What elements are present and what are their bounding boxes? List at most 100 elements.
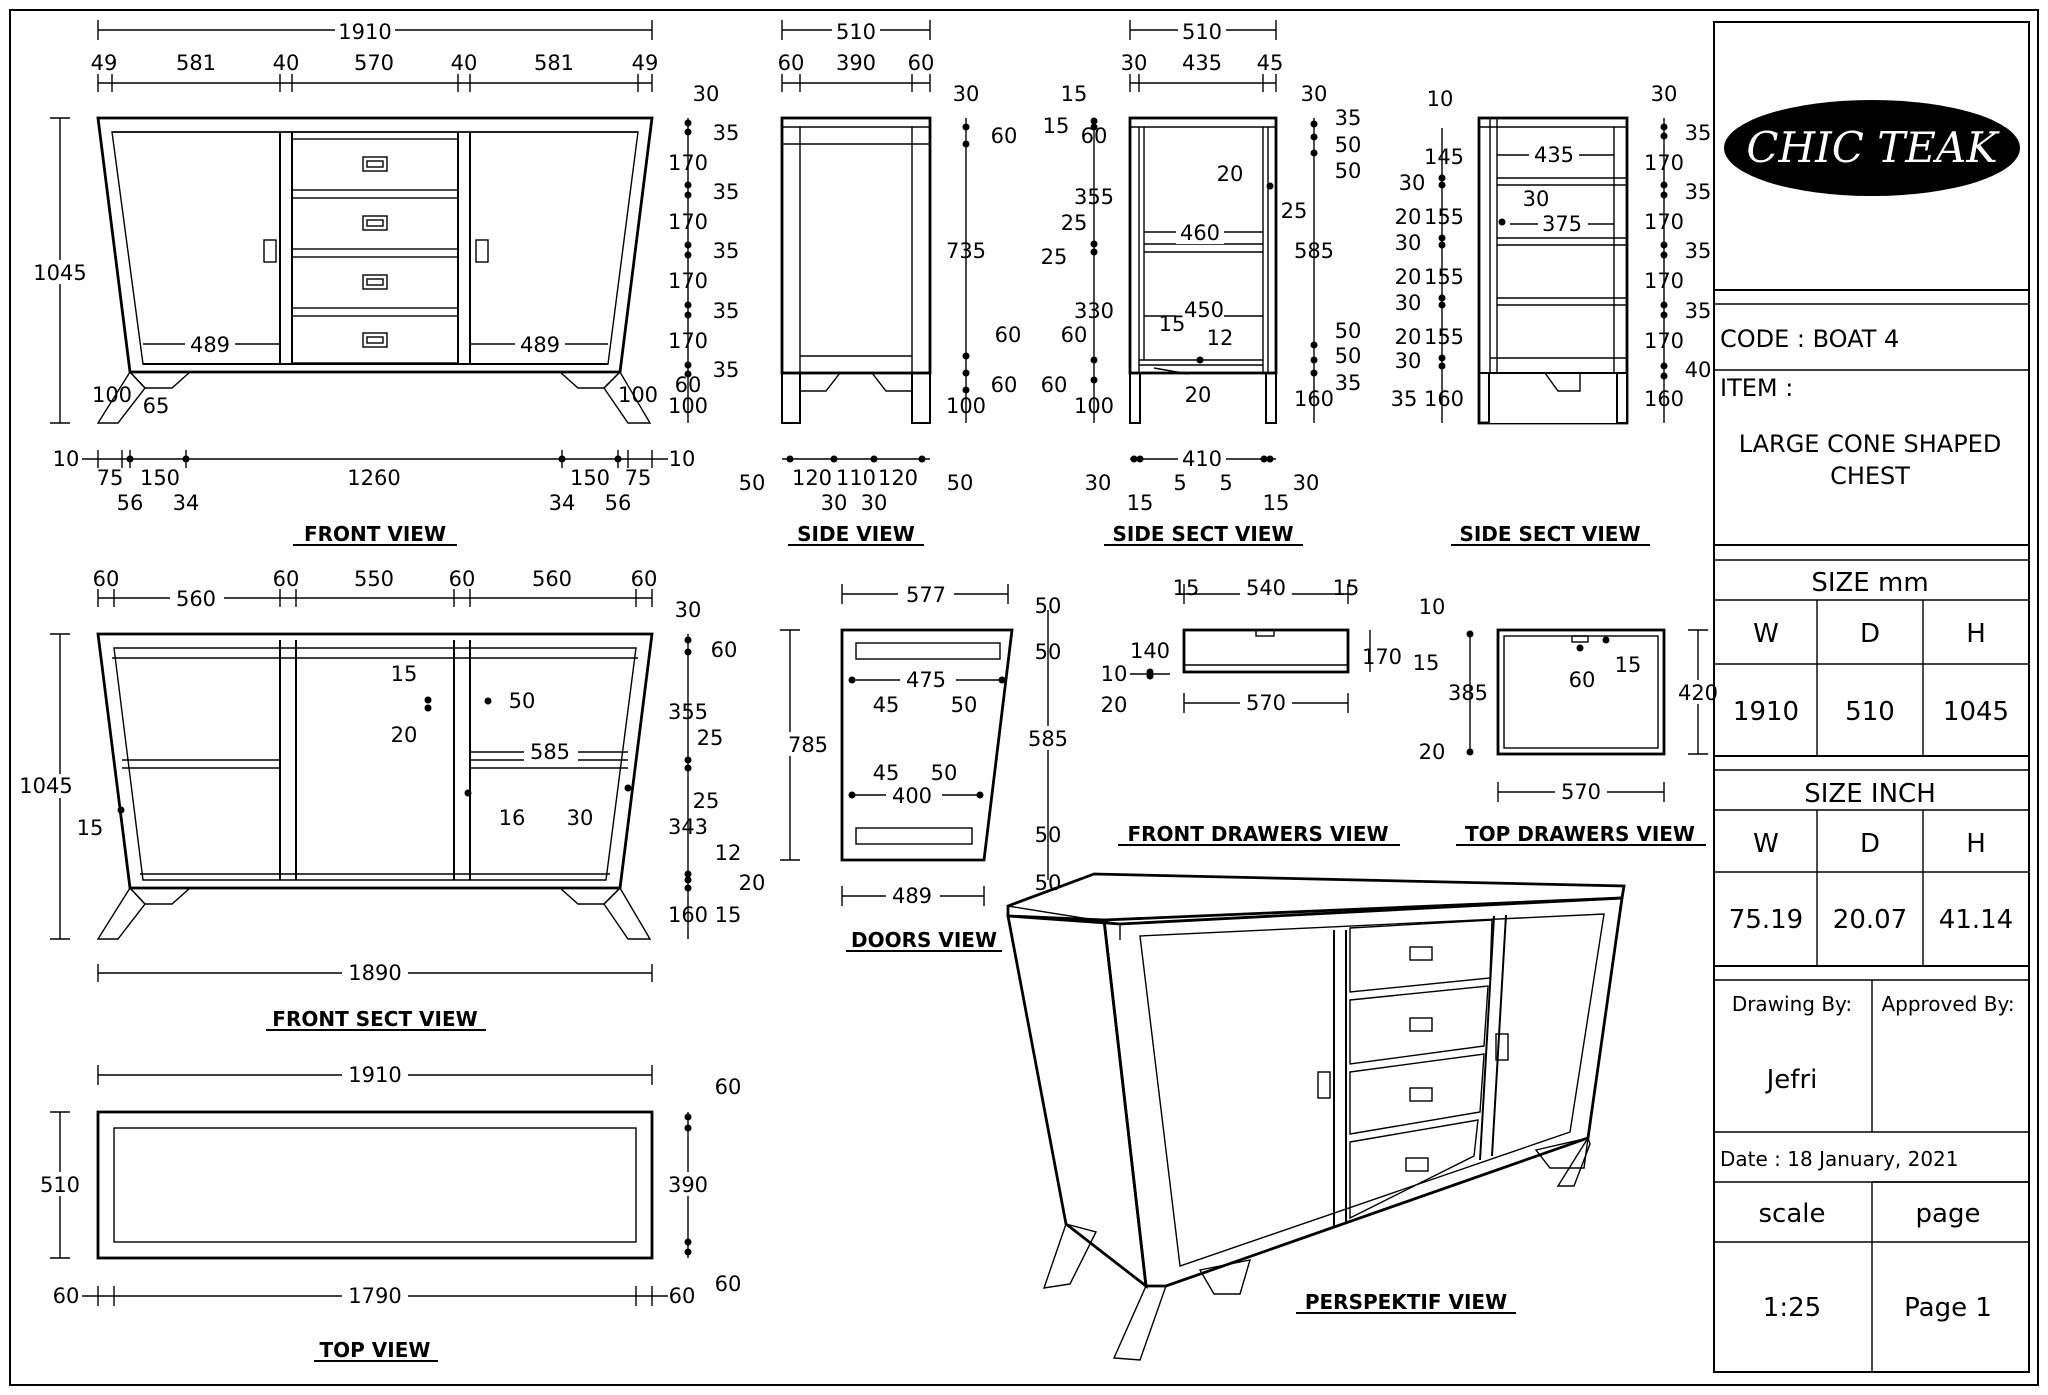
dim-fs-r-10: 15 bbox=[715, 903, 742, 927]
title-front-drawers-view: FRONT DRAWERS VIEW bbox=[1127, 822, 1388, 846]
dim-top-overall-width: 1910 bbox=[348, 1063, 401, 1087]
top-outline bbox=[96, 1110, 654, 1260]
dim-front-r-12: 100 bbox=[668, 394, 708, 418]
dim-ss2-l-6: 20 bbox=[1395, 265, 1422, 289]
dim-fs-i-6: 30 bbox=[567, 806, 594, 830]
dim-top-b-2: 1790 bbox=[348, 1284, 401, 1308]
dim-fd-l-2: 10 bbox=[1101, 662, 1128, 686]
dim-ss2-l-2: 30 bbox=[1399, 171, 1426, 195]
dim-fs-i-5: 16 bbox=[499, 806, 526, 830]
dim-ss1-i-6: 12 bbox=[1207, 326, 1234, 350]
size-inch-h: 41.14 bbox=[1939, 905, 2013, 935]
dim-front-r-4: 35 bbox=[713, 180, 740, 204]
dim-ss1-seg-1: 30 bbox=[1121, 51, 1148, 75]
title-front-view: FRONT VIEW bbox=[304, 522, 446, 546]
dim-ss1-i-2: 25 bbox=[1281, 199, 1308, 223]
dim-front-seg-4: 570 bbox=[354, 51, 394, 75]
dim-doors-r-2: 50 bbox=[1035, 640, 1062, 664]
dim-ss2-l-4: 155 bbox=[1424, 205, 1464, 229]
perspective-side-panel bbox=[1006, 914, 1148, 1290]
dim-ss1-seg-2: 435 bbox=[1182, 51, 1222, 75]
dim-ss2-l-10: 155 bbox=[1424, 325, 1464, 349]
dim-front-seg-5: 40 bbox=[451, 51, 478, 75]
dim-ss1-r-9: 160 bbox=[1294, 387, 1334, 411]
dim-ss1-r-4: 50 bbox=[1335, 159, 1362, 183]
page-value: Page 1 bbox=[1904, 1293, 1992, 1323]
dim-ss1-r-2: 35 bbox=[1335, 106, 1362, 130]
dim-top-b-1: 60 bbox=[53, 1284, 80, 1308]
dim-ss1-b-7: 30 bbox=[1293, 471, 1320, 495]
dim-front-overall-width: 1910 bbox=[338, 20, 391, 44]
door-outline bbox=[840, 628, 1014, 862]
dim-td-i-2: 15 bbox=[1615, 653, 1642, 677]
dim-side-bs-2: 30 bbox=[861, 491, 888, 515]
dim-doors-r-3: 585 bbox=[1028, 727, 1068, 751]
brand-logo-text: CHIC TEAK bbox=[1746, 123, 2000, 172]
dim-fs-seg-7: 60 bbox=[631, 567, 658, 591]
dim-front-height: 1045 bbox=[33, 261, 86, 285]
ss1-body-outline bbox=[1128, 116, 1278, 375]
title-side-sect-view-1: SIDE SECT VIEW bbox=[1112, 522, 1293, 546]
dim-ss1-r-7: 50 bbox=[1335, 344, 1362, 368]
title-block: CHIC TEAK CODE : BOAT 4 ITEM : LARGE CON… bbox=[1713, 21, 2030, 1373]
size-mm-h: 1045 bbox=[1943, 697, 2009, 727]
size-mm-d: 510 bbox=[1845, 697, 1895, 727]
dim-ss2-l-12: 35 bbox=[1391, 387, 1418, 411]
dim-ss1-b-1: 410 bbox=[1182, 447, 1222, 471]
dim-doors-bottom-width: 489 bbox=[892, 884, 932, 908]
dim-doors-top-width: 577 bbox=[906, 583, 946, 607]
dim-ss1-l-9: 60 bbox=[1041, 373, 1068, 397]
dim-front-r-8: 35 bbox=[713, 299, 740, 323]
dim-ss2-r-3: 170 bbox=[1644, 151, 1684, 175]
dim-side-r-2: 60 bbox=[991, 124, 1018, 148]
dim-side-bs-1: 30 bbox=[821, 491, 848, 515]
dim-doors-i-5: 50 bbox=[931, 761, 958, 785]
dim-td-height: 420 bbox=[1678, 681, 1718, 705]
sheet-border bbox=[9, 9, 2039, 1386]
dim-fs-r-7: 12 bbox=[715, 841, 742, 865]
scale-label: scale bbox=[1759, 1199, 1826, 1229]
dim-fs-r-3: 355 bbox=[668, 700, 708, 724]
dim-ss2-r-9: 170 bbox=[1644, 329, 1684, 353]
dim-front-r-11: 60 bbox=[675, 373, 702, 397]
dim-side-r-1: 30 bbox=[953, 82, 980, 106]
dim-front-leg-slope: 65 bbox=[143, 394, 170, 418]
scale-value: 1:25 bbox=[1763, 1293, 1821, 1323]
dim-fd-seg-2: 540 bbox=[1246, 576, 1286, 600]
dim-fs-r-5: 25 bbox=[693, 789, 720, 813]
dim-front-leg-right: 100 bbox=[618, 383, 658, 407]
dim-fs-r-4: 25 bbox=[697, 726, 724, 750]
dim-front-inner-left: 489 bbox=[190, 333, 230, 357]
dim-fd-l-3: 20 bbox=[1101, 693, 1128, 717]
dim-front-seg-1: 49 bbox=[91, 51, 118, 75]
dim-ss1-b-4: 5 bbox=[1173, 471, 1186, 495]
dim-fs-r-8: 20 bbox=[739, 871, 766, 895]
dim-doors-r-1: 50 bbox=[1035, 594, 1062, 618]
dim-ss2-r-7: 170 bbox=[1644, 269, 1684, 293]
dim-side-b-5: 50 bbox=[947, 471, 974, 495]
dim-ss1-r-1: 30 bbox=[1301, 82, 1328, 106]
dim-front-b-6: 75 bbox=[625, 466, 652, 490]
dim-front-leg-left: 100 bbox=[92, 383, 132, 407]
dim-front-seg-7: 49 bbox=[632, 51, 659, 75]
dim-front-r-5: 170 bbox=[668, 210, 708, 234]
dim-ss1-r-8: 35 bbox=[1335, 371, 1362, 395]
dim-ss2-i-3: 375 bbox=[1542, 212, 1582, 236]
dim-top-r-3: 60 bbox=[715, 1272, 742, 1296]
dim-front-b-4: 1260 bbox=[347, 466, 400, 490]
dim-fs-seg-5: 60 bbox=[449, 567, 476, 591]
dim-side-r-5: 60 bbox=[991, 373, 1018, 397]
dim-front-bs-4: 56 bbox=[605, 491, 632, 515]
dim-fs-r-9: 160 bbox=[668, 903, 708, 927]
dim-ss2-i-1: 435 bbox=[1534, 143, 1574, 167]
dim-ss2-l-1: 145 bbox=[1424, 145, 1464, 169]
dim-fs-seg-4: 550 bbox=[354, 567, 394, 591]
size-mm-col-d: D bbox=[1860, 619, 1880, 649]
dim-front-bs-2: 34 bbox=[173, 491, 200, 515]
dim-doors-i-3: 50 bbox=[951, 693, 978, 717]
dim-ss2-r-10: 40 bbox=[1685, 358, 1712, 382]
dim-td-l-2: 15 bbox=[1413, 651, 1440, 675]
dim-fd-seg-1: 15 bbox=[1173, 576, 1200, 600]
top-drawers-view: 10 15 385 20 60 15 420 570 TOP DRAWERS V… bbox=[1413, 595, 1718, 846]
size-mm-title: SIZE mm bbox=[1811, 568, 1928, 598]
